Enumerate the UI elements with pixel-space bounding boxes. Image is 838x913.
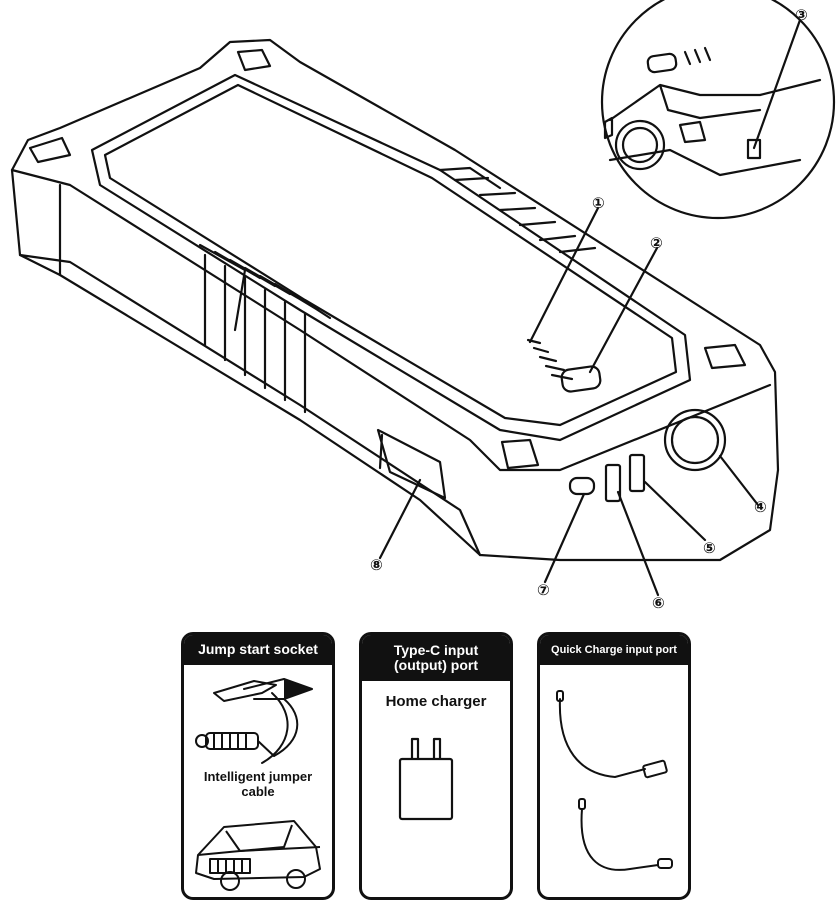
card-quick-charge: Quick Charge input port: [537, 632, 691, 900]
grip-ribs-left: [198, 243, 332, 332]
usb-port-2: [628, 453, 646, 493]
device-body: [10, 38, 780, 562]
callout-2: ②: [650, 234, 663, 252]
card-title: Quick Charge input port: [540, 635, 688, 665]
jumper-clamp-icon: [195, 678, 313, 764]
top-panel: [103, 83, 678, 427]
callout-6: ⑥: [652, 594, 665, 612]
car-icon: [195, 820, 321, 891]
callout-4: ④: [754, 498, 767, 516]
corner-clip-front: [500, 438, 540, 470]
card-caption: Intelligent jumper cable: [203, 769, 313, 799]
grip-ribs-top: [438, 166, 597, 254]
usb-cable-icon: [556, 690, 673, 871]
jump-start-socket: [663, 408, 727, 472]
corner-clip-top: [236, 48, 272, 72]
type-c-port: [568, 476, 596, 496]
callout-8: ⑧: [370, 556, 383, 574]
card-title: Jump start socket: [184, 635, 332, 665]
detail-inset: [600, 0, 836, 220]
card-title: Type-C input (output) port: [362, 635, 510, 681]
wall-charger-icon: [398, 737, 454, 821]
card-caption: Home charger: [385, 693, 487, 710]
callout-5: ⑤: [703, 539, 716, 557]
card-jump-start: Jump start socket Intelligent jumper cab…: [181, 632, 335, 900]
top-face: [90, 73, 692, 442]
corner-clip-right: [703, 343, 747, 370]
power-button: [560, 365, 602, 393]
corner-clip-left: [28, 136, 72, 164]
card-type-c: Type-C input (output) port Home charger: [359, 632, 513, 900]
led-indicators: [526, 338, 574, 381]
callout-3: ③: [795, 6, 808, 24]
callout-7: ⑦: [537, 581, 550, 599]
callout-1: ①: [592, 194, 605, 212]
usb-port-1: [604, 463, 622, 503]
side-flap: [376, 428, 447, 500]
